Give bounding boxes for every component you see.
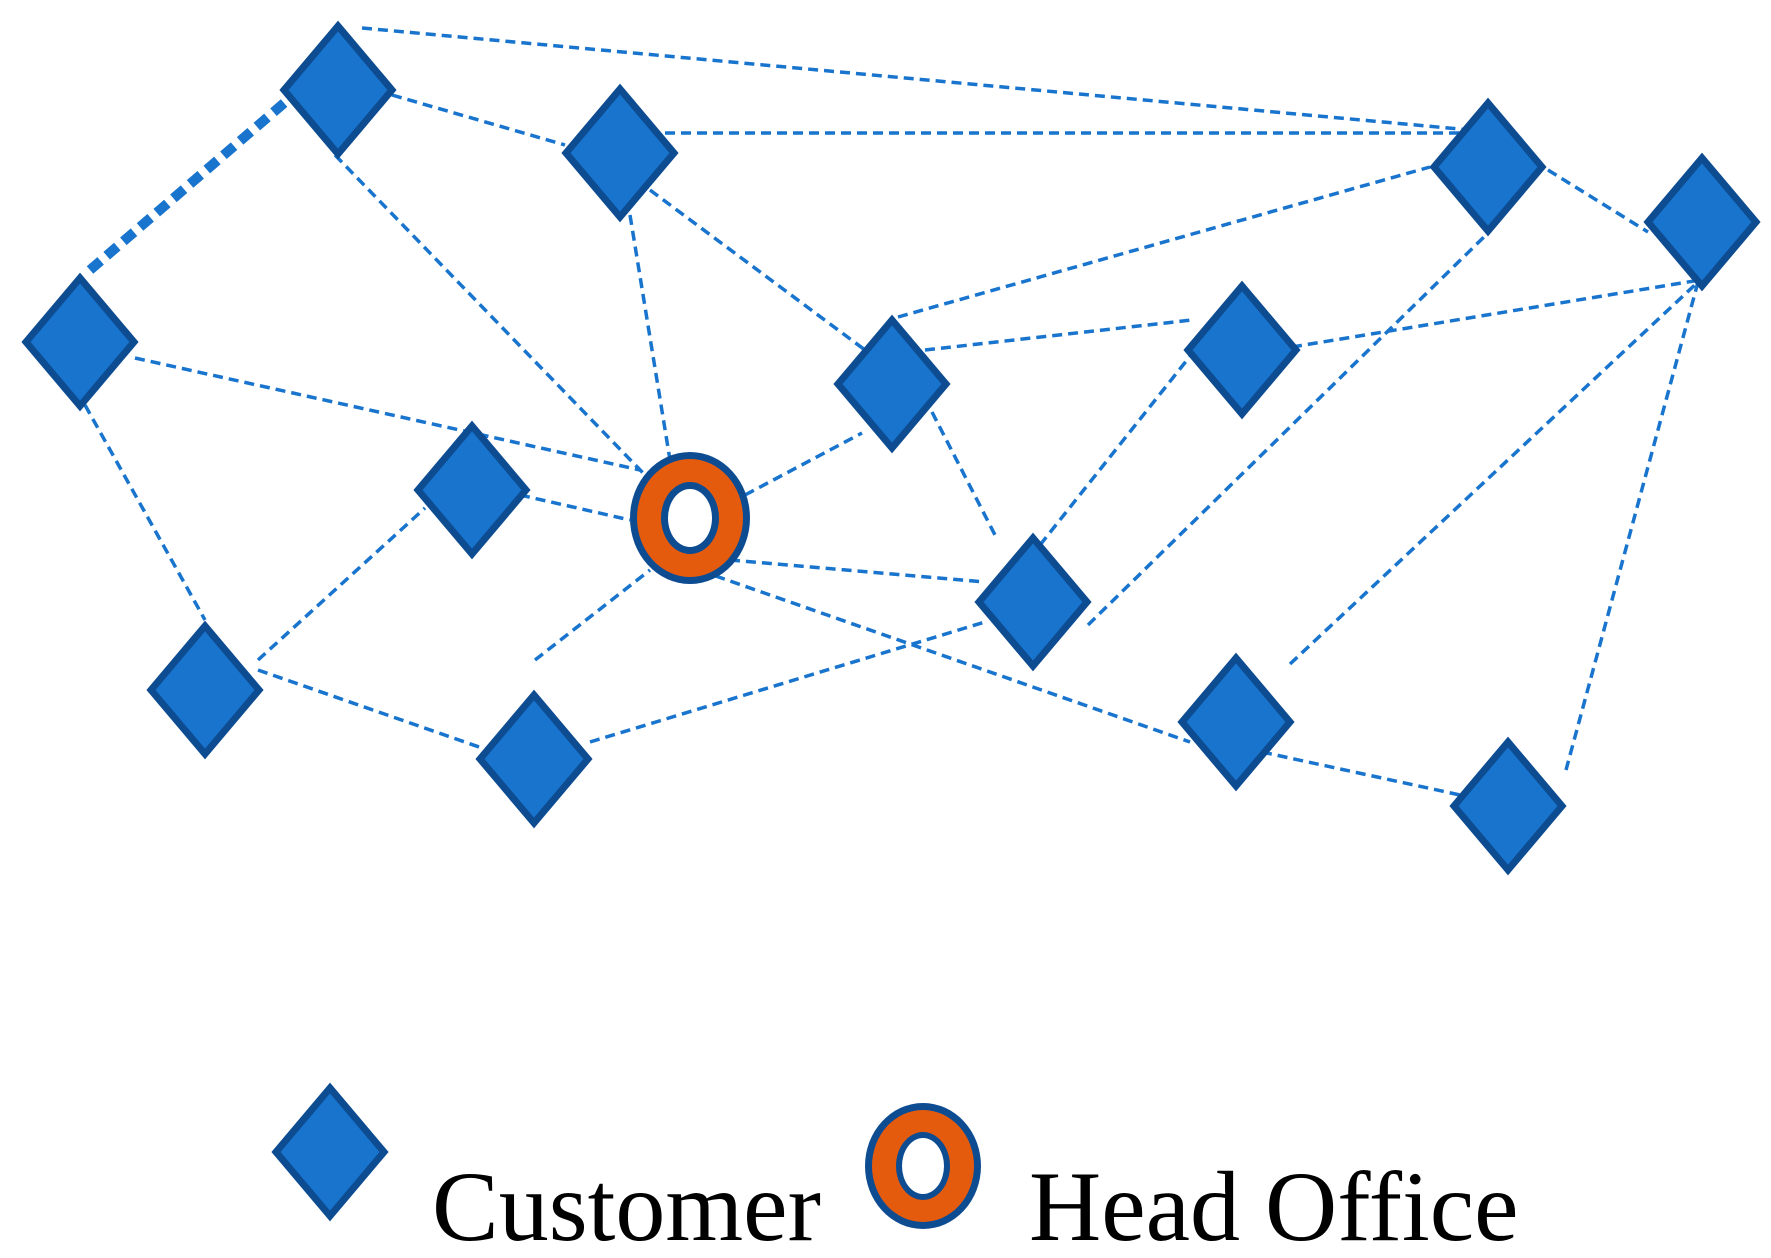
customer-node: [1429, 97, 1547, 237]
connection-line: [1288, 280, 1700, 666]
connection-line: [519, 493, 631, 522]
connection-line: [391, 93, 566, 147]
customer-node: [146, 620, 264, 760]
connection-line: [333, 153, 647, 477]
legend: Customer Head Office: [271, 1082, 1519, 1258]
network-nodes: [21, 20, 1761, 876]
customer-node: [561, 83, 679, 223]
head-office-node: [630, 452, 750, 584]
legend-customer-label: Customer: [432, 1151, 821, 1258]
customer-node: [833, 314, 951, 454]
connection-line: [628, 214, 672, 461]
connection-line: [257, 668, 483, 750]
legend-head-office-label: Head Office: [1029, 1151, 1519, 1258]
connection-line: [533, 568, 652, 662]
connection-line: [86, 94, 294, 274]
connection-line: [1564, 281, 1700, 771]
connection-line: [83, 404, 207, 621]
connection-line: [1547, 168, 1649, 234]
connection-line: [1261, 750, 1461, 797]
customer-node: [21, 272, 139, 412]
connection-line: [1291, 278, 1701, 349]
customer-node: [413, 420, 531, 560]
connection-line: [1038, 348, 1197, 547]
connection-line: [134, 356, 641, 472]
connection-line: [930, 411, 997, 536]
connection-line: [589, 620, 986, 744]
connection-line: [256, 506, 427, 662]
customer-node: [1643, 152, 1761, 292]
connection-line: [744, 431, 863, 497]
connection-line: [924, 318, 1193, 352]
connection-line: [897, 165, 1431, 319]
customer-node: [1449, 736, 1567, 876]
customer-node: [1177, 652, 1295, 792]
connection-line: [1086, 231, 1490, 627]
connection-lines: [83, 26, 1701, 797]
connection-line: [729, 558, 986, 584]
connection-line: [669, 558, 1191, 744]
customer-node: [974, 532, 1092, 672]
connection-line: [361, 26, 1471, 132]
legend-head-office-icon: [865, 1103, 981, 1229]
customer-node: [475, 689, 593, 829]
connection-line: [648, 188, 867, 352]
customer-node: [1183, 280, 1301, 420]
customer-node: [279, 20, 397, 160]
legend-customer-icon: [271, 1082, 389, 1222]
